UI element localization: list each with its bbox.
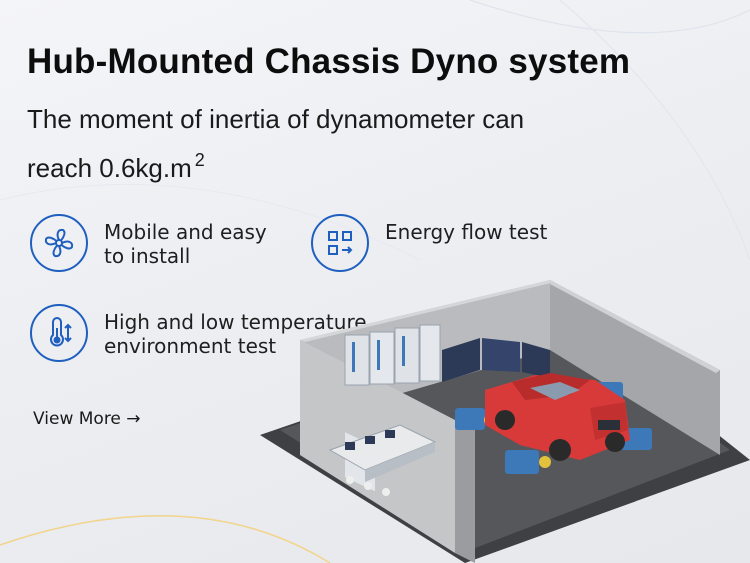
feature-label: High and low temperature environment tes… bbox=[104, 310, 367, 358]
feature-label-line-2: to install bbox=[104, 244, 191, 268]
cabinet-row bbox=[344, 324, 441, 386]
monitor-wall bbox=[442, 338, 550, 382]
feature-label: Mobile and easy to install bbox=[104, 220, 267, 268]
feature-label: Energy flow test bbox=[385, 220, 547, 244]
page-title: Hub-Mounted Chassis Dyno system bbox=[27, 42, 631, 81]
feature-mobile-install: Mobile and easy to install bbox=[30, 214, 267, 272]
subtitle-superscript: 2 bbox=[194, 150, 205, 170]
wall-cap bbox=[300, 280, 555, 342]
feature-temperature-test: High and low temperature environment tes… bbox=[30, 304, 367, 362]
feature-label-line-1: Energy flow test bbox=[385, 220, 548, 244]
feature-label-line-1: Mobile and easy bbox=[104, 220, 267, 244]
red-suv bbox=[485, 373, 630, 461]
feature-label-line-1: High and low temperature bbox=[104, 310, 367, 334]
fan-icon bbox=[30, 214, 88, 272]
feature-label-line-2: environment test bbox=[104, 334, 277, 358]
back-wall-right bbox=[550, 280, 720, 455]
control-desk bbox=[328, 424, 437, 496]
view-more-link[interactable]: View More → bbox=[33, 409, 141, 429]
wall-cap-right bbox=[550, 280, 720, 373]
thermometer-icon bbox=[30, 304, 88, 362]
feature-energy-flow: Energy flow test bbox=[311, 214, 547, 272]
energy-flow-icon bbox=[311, 214, 369, 272]
page-subtitle: The moment of inertia of dynamometer can… bbox=[27, 99, 627, 189]
subtitle-text: reach 0.6kg.m bbox=[27, 153, 192, 183]
subtitle-line-1: The moment of inertia of dynamometer can bbox=[27, 104, 525, 134]
dyno-test-room-illustration bbox=[260, 280, 750, 563]
partition-wall bbox=[455, 420, 475, 563]
